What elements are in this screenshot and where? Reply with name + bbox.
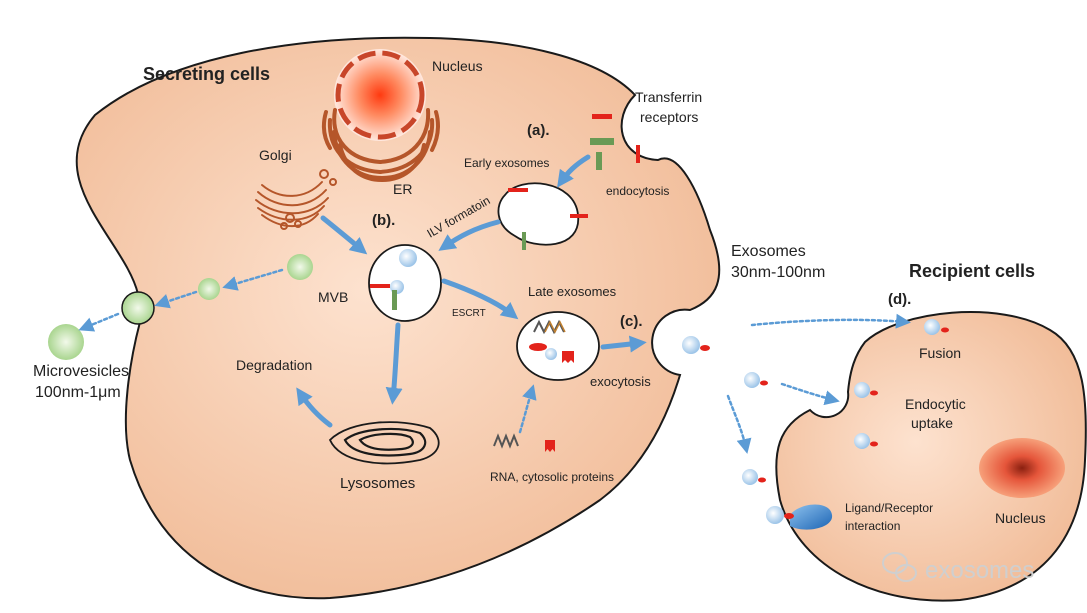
step-b-label: (b). <box>372 212 395 229</box>
nucleus <box>334 49 426 141</box>
exosomes-label: Exosomes <box>731 243 806 260</box>
rna-protein-cargo <box>493 433 555 452</box>
endocytosis-label: endocytosis <box>606 184 669 198</box>
exocytosis-label: exocytosis <box>590 374 651 389</box>
nucleus-label: Nucleus <box>432 58 483 74</box>
receptors-label: receptors <box>640 109 698 125</box>
microvesicles <box>48 254 313 360</box>
early-exosomes-label: Early exosomes <box>464 156 549 170</box>
microvesicles-size-label: 100nm-1μm <box>35 384 121 401</box>
step-c-label: (c). <box>620 313 643 330</box>
arrow-microvesicle-2 <box>154 290 198 309</box>
golgi-apparatus <box>255 169 337 230</box>
secreting-cells-title: Secreting cells <box>143 64 270 84</box>
arrow-ilv-formation <box>438 219 501 251</box>
recipient-cell-membrane <box>775 311 1087 602</box>
step-a-label: (a). <box>527 122 550 139</box>
late-exosomes-label: Late exosomes <box>528 284 617 299</box>
late-exosome <box>516 311 600 381</box>
escrt-label: ESCRT <box>452 308 486 319</box>
arrow-mvb-to-late <box>441 278 519 320</box>
step-d-label: (d). <box>888 291 911 308</box>
rna-proteins-label: RNA, cytosolic proteins <box>490 470 614 484</box>
mvb-label: MVB <box>318 289 348 305</box>
recipient-exosomes <box>742 319 949 530</box>
arrows <box>78 154 911 454</box>
exosomes-size-label: 30nm-100nm <box>731 264 825 281</box>
lysosomes-label: Lysosomes <box>340 475 415 492</box>
arrow-microvesicle-3 <box>78 312 120 332</box>
recipient-nucleus-label: Nucleus <box>995 510 1046 526</box>
watermark: exosomes <box>882 552 1034 584</box>
arrow-mvb-to-lysosome <box>385 322 403 405</box>
arrow-degradation <box>296 387 333 428</box>
endoplasmic-reticulum <box>321 108 441 183</box>
golgi-label: Golgi <box>259 147 292 163</box>
interaction-label: interaction <box>845 519 900 533</box>
ligand-receptor-label: Ligand/Receptor <box>845 501 933 515</box>
watermark-text: exosomes <box>925 557 1034 584</box>
er-label: ER <box>393 181 412 197</box>
arrow-cargo-to-late <box>518 384 537 434</box>
endocytic-label: Endocytic <box>905 396 966 412</box>
arrow-golgi-to-mvb <box>320 215 368 255</box>
uptake-label: uptake <box>911 415 953 431</box>
microvesicles-label: Microvesicles <box>33 363 129 380</box>
recipient-cells-title: Recipient cells <box>909 261 1035 281</box>
lysosome <box>328 421 440 465</box>
multivesicular-body <box>368 244 442 322</box>
degradation-label: Degradation <box>236 357 312 373</box>
early-exosome <box>497 182 588 250</box>
transferrin-receptors <box>590 114 640 170</box>
arrow-endocytosis <box>557 154 591 188</box>
fusion-label: Fusion <box>919 345 961 361</box>
transferrin-label: Transferrin <box>635 89 702 105</box>
recipient-nucleus <box>979 438 1065 498</box>
arrow-to-fusion <box>750 313 911 329</box>
wechat-icon <box>882 552 917 582</box>
arrow-to-endocytic <box>780 382 840 406</box>
arrow-to-ligand <box>726 394 752 454</box>
arrow-exocytosis <box>600 335 647 353</box>
arrow-microvesicle-1 <box>222 268 284 291</box>
secreted-exosome <box>682 336 710 354</box>
